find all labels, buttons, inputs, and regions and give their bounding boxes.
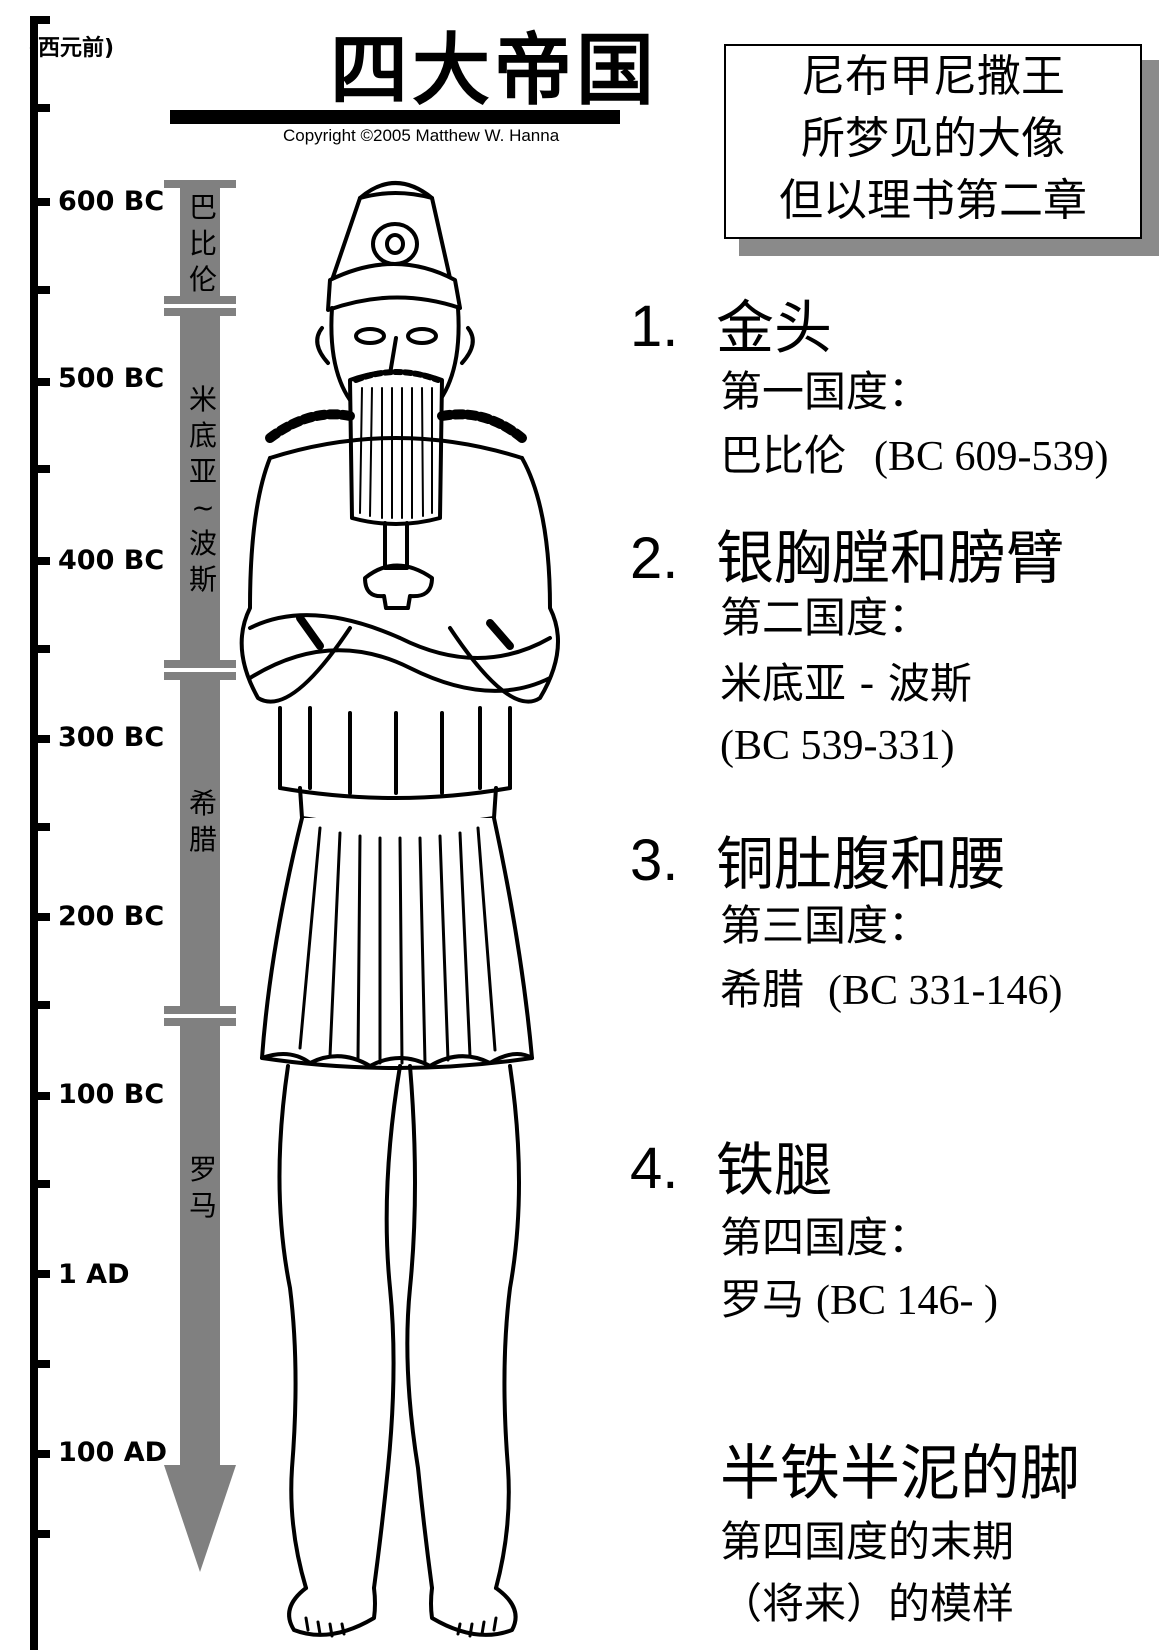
empire-label-rome: 罗 马 [188,1153,217,1222]
empire-label-babylon: 巴 比 伦 [188,191,217,296]
title-underline [170,110,620,124]
entry-detail-cn: 罗马 [720,1275,805,1324]
timeline-tick [30,465,50,473]
timeline-tick [30,1530,50,1538]
page-title: 四大帝国 [330,26,659,116]
timeline-unit-label: (西元前) [28,36,115,61]
entry-dates-2: (BC 539-331) [720,723,955,769]
tick-label-300bc: 300 BC [58,722,165,753]
entry-detail-4: 罗马(BC 146- ) [720,1270,998,1331]
tick-label-400bc: 400 BC [58,545,165,576]
timeline-tick [30,16,50,24]
tick-label-100ad: 100 AD [58,1437,168,1468]
timeline-tick [30,1001,50,1009]
timeline-axis [30,20,38,1650]
entry-detail-3: 希腊 (BC 331-146) [720,960,1063,1021]
entry-kingdom-2: 第二国度： [720,593,931,642]
entry-number-2: 2. [630,526,679,591]
tick-label-200bc: 200 BC [58,901,165,932]
timeline-tick [30,104,50,112]
caption-line: 尼布甲尼撒王 [801,51,1065,102]
timeline-tick [30,1270,50,1278]
entry-kingdom-3: 第三国度： [720,901,931,950]
entry-detail-cn: 希腊 [720,965,805,1014]
timeline-tick [30,378,50,386]
tick-label-500bc: 500 BC [58,363,165,394]
timeline-tick [30,557,50,565]
timeline-tick [30,1092,50,1100]
timeline-tick [30,198,50,206]
empire-label-greece: 希 腊 [188,787,217,856]
tick-label-1ad: 1 AD [58,1259,130,1290]
entry-detail-1: 巴比伦 (BC 609-539) [720,426,1109,487]
entry-kingdom-4: 第四国度： [720,1213,931,1262]
empire-arrow [164,180,236,1572]
entry-detail-cn: 巴比伦 [720,431,847,480]
entry-number-1: 1. [630,294,679,359]
timeline-tick [30,1180,50,1188]
entry-number-3: 3. [630,828,679,893]
feet-line-2: （将来）的模样 [720,1579,1015,1628]
caption-box: 尼布甲尼撒王 所梦见的大像 但以理书第二章 [724,44,1142,239]
tick-label-600bc: 600 BC [58,186,165,217]
entry-heading-4: 铁腿 [716,1136,833,1204]
caption-line: 但以理书第二章 [779,175,1087,226]
entry-detail-2: 米底亚 - 波斯 [720,659,972,708]
statue-illustration [239,181,560,1638]
timeline-tick [30,286,50,294]
feet-heading: 半铁半泥的脚 [720,1439,1080,1509]
timeline-tick [30,1360,50,1368]
entry-heading-1: 金头 [716,294,833,362]
entry-heading-3: 铜肚腹和腰 [716,830,1007,898]
entry-kingdom-1: 第一国度： [720,367,931,416]
empire-label-medo-persia: 米 底 亚 ~ 波 斯 [188,383,217,596]
copyright-notice: Copyright ©2005 Matthew W. Hanna [283,126,560,145]
entry-detail-dates: (BC 146- ) [816,1278,999,1324]
entry-number-4: 4. [630,1136,679,1201]
timeline-tick [30,645,50,653]
timeline-tick [30,823,50,831]
entry-heading-2: 银胸膛和膀臂 [716,524,1065,592]
entry-detail-dates: (BC 609-539) [874,434,1109,480]
timeline-tick [30,1450,50,1458]
tick-label-100bc: 100 BC [58,1079,165,1110]
entry-detail-dates: (BC 331-146) [828,968,1063,1014]
timeline-tick [30,735,50,743]
caption-line: 所梦见的大像 [801,113,1065,164]
feet-line-1: 第四国度的末期 [720,1517,1015,1566]
timeline-tick [30,913,50,921]
